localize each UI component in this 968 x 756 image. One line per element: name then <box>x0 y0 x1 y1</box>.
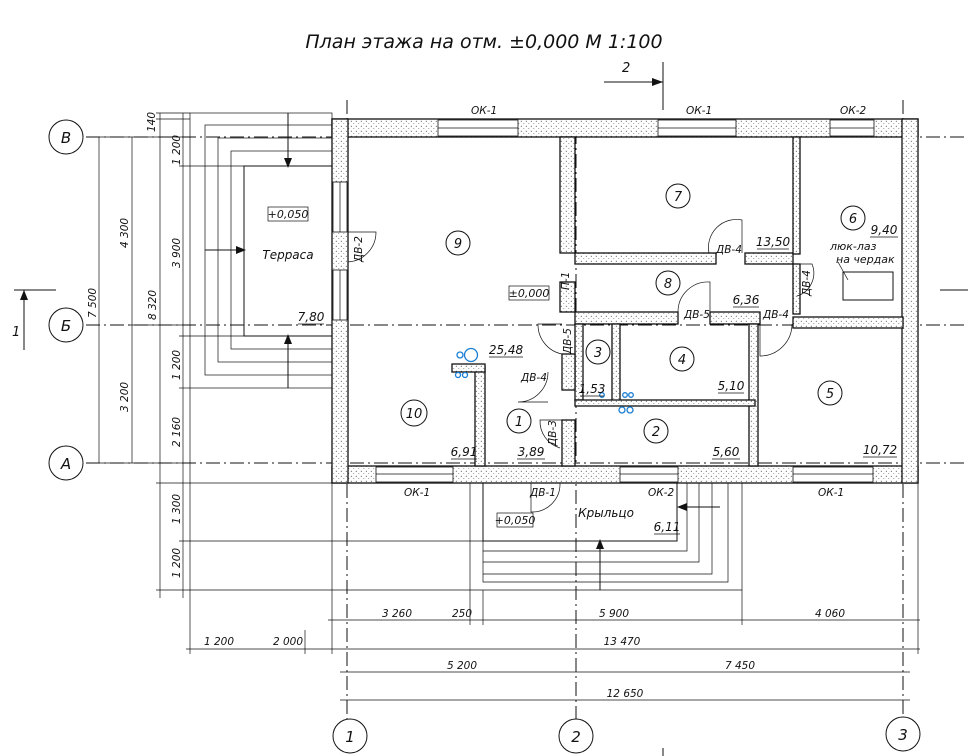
terrace-labels: +0,050 Терраса 7,80 <box>262 206 325 325</box>
dim-1200-a: 1 200 <box>171 135 183 165</box>
dim-250: 250 <box>452 608 472 620</box>
hatch-label-2: на чердак <box>836 253 895 266</box>
window-label-ok2-bottom: ОК-2 <box>648 487 675 499</box>
dim-7450: 7 450 <box>725 660 755 672</box>
window-label-ok1-bottom-2: ОК-1 <box>818 487 844 499</box>
porch-area: 6,11 <box>654 520 681 534</box>
room-area-6: 9,40 <box>871 223 898 237</box>
door-label-dv1: ДВ-1 <box>529 487 556 499</box>
room-number-10: 10 <box>406 407 423 422</box>
door-label-dv4-b: ДВ-4 <box>762 309 789 321</box>
dim-8320: 8 320 <box>147 290 159 320</box>
door-label-dv5-b: ДВ-5 <box>562 328 574 355</box>
room-area-7: 13,50 <box>756 235 791 249</box>
room-number-5: 5 <box>826 387 834 402</box>
interior-walls <box>451 136 904 467</box>
section-mark-top-label: 2 <box>622 61 630 76</box>
room-area-5: 10,72 <box>863 443 897 457</box>
section-mark-top: 2 <box>604 61 664 110</box>
room-number-7: 7 <box>674 190 683 205</box>
dim-12650: 12 650 <box>607 688 644 700</box>
room-area-1: 3,89 <box>518 445 545 459</box>
porch-level: +0,050 <box>495 514 536 527</box>
dim-1300: 1 300 <box>171 494 183 524</box>
room-area-8: 6,36 <box>733 293 760 307</box>
axis-bubbles: В Б А 1 2 3 <box>48 119 921 754</box>
dim-1200-b: 1 200 <box>171 350 183 380</box>
room-number-8: 8 <box>664 277 672 292</box>
bottom-dimensions: 3 260 250 5 900 4 060 1 200 2 000 13 470… <box>186 388 920 701</box>
attic-hatch <box>842 271 894 301</box>
dim-3260: 3 260 <box>382 608 412 620</box>
room-number-4: 4 <box>678 353 686 368</box>
porch-labels: +0,050 Крыльцо 6,11 <box>495 506 681 535</box>
terrace-name: Терраса <box>262 248 313 262</box>
section-mark-left: 1 <box>12 289 968 350</box>
dim-3900: 3 900 <box>171 238 183 268</box>
axis-col-1: 1 <box>345 728 355 746</box>
terrace-area: 7,80 <box>298 310 325 324</box>
room-area-4: 5,10 <box>718 379 745 393</box>
dim-2000: 2 000 <box>273 636 303 648</box>
plan-title: План этажа на отм. ±0,000 М 1:100 <box>305 31 662 53</box>
opening-labels: ОК-1 ОК-1 ОК-2 ОК-1 ОК-2 ОК-1 ДВ-1 ДВ-4 … <box>353 105 867 499</box>
window-label-ok1-bottom: ОК-1 <box>404 487 430 499</box>
window-label-ok1-top: ОК-1 <box>471 105 497 117</box>
porch-name: Крыльцо <box>578 506 634 520</box>
room-number-1: 1 <box>515 415 523 430</box>
room-area-3: 1,53 <box>579 382 606 396</box>
room-area-2: 5,60 <box>713 445 740 459</box>
attic-hatch-leader <box>837 261 849 281</box>
windows <box>332 119 875 483</box>
room-area-10: 6,91 <box>451 445 478 459</box>
door-swings <box>347 219 815 513</box>
dim-1200-bottom: 1 200 <box>204 636 234 648</box>
door-label-dv3: ДВ-3 <box>547 420 559 447</box>
partition-label-p1: П-1 <box>560 272 572 290</box>
axis-col-2: 2 <box>571 728 581 746</box>
axis-row-v: В <box>61 129 71 147</box>
left-dimensions: 140 1 200 3 900 1 200 2 160 4 300 3 200 … <box>87 112 483 598</box>
door-label-dv5-a: ДВ-5 <box>683 309 710 321</box>
door-label-dv4-c: ДВ-4 <box>520 372 547 384</box>
room-numbers: 1 2 3 4 5 6 7 8 9 10 <box>400 183 866 444</box>
room-area-9: 25,48 <box>489 343 524 357</box>
dim-140: 140 <box>146 112 158 132</box>
dim-4300: 4 300 <box>119 218 131 248</box>
porch-steps <box>469 482 743 591</box>
door-label-dv2: ДВ-2 <box>353 236 365 263</box>
dim-1200-c: 1 200 <box>171 548 183 578</box>
dim-2160: 2 160 <box>171 417 183 447</box>
axis-row-b: Б <box>61 317 71 335</box>
section-mark-left-label: 1 <box>12 325 20 340</box>
room-number-9: 9 <box>454 237 462 252</box>
window-label-ok1-top-2: ОК-1 <box>686 105 712 117</box>
room-number-3: 3 <box>594 346 602 361</box>
room-number-6: 6 <box>849 212 857 227</box>
dim-7500: 7 500 <box>87 288 99 318</box>
axis-row-a: А <box>60 455 71 473</box>
level-mark-box <box>508 285 550 301</box>
hatch-label-1: люк-лаз <box>829 240 877 253</box>
room-number-2: 2 <box>652 425 660 440</box>
exterior-walls <box>331 118 919 484</box>
dim-13470: 13 470 <box>604 636 641 648</box>
level-mark: ±0,000 <box>509 287 550 300</box>
plumbing-fixtures <box>454 347 634 414</box>
axis-col-3: 3 <box>898 726 908 744</box>
door-label-dv4-d: ДВ-4 <box>801 270 813 297</box>
room-areas: 3,89 5,60 1,53 5,10 10,72 9,40 13,50 6,3… <box>451 223 898 460</box>
window-label-ok2-top: ОК-2 <box>840 105 867 117</box>
dim-3200: 3 200 <box>119 382 131 412</box>
dim-4060: 4 060 <box>815 608 845 620</box>
dim-5200: 5 200 <box>447 660 477 672</box>
terrace-level: +0,050 <box>268 208 309 221</box>
dim-5900: 5 900 <box>599 608 629 620</box>
door-label-dv4-a: ДВ-4 <box>715 244 742 256</box>
